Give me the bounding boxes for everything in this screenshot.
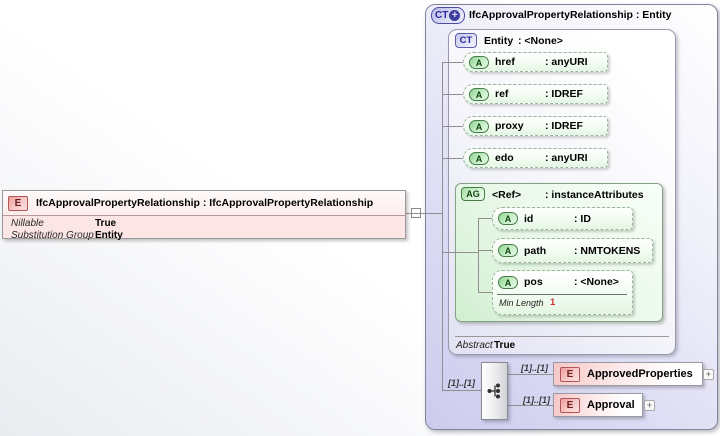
connector-line <box>508 374 553 375</box>
attribute-icon: A <box>469 152 489 165</box>
attribute-type: : anyURI <box>545 56 588 68</box>
attribute-type: : ID <box>574 212 591 225</box>
attribute-icon: A <box>498 244 518 257</box>
attribute-row-ref[interactable]: A ref : IDREF <box>463 84 608 104</box>
connector-line <box>442 390 481 391</box>
collapse-handle[interactable] <box>411 208 421 218</box>
connector-line <box>406 213 442 214</box>
attribute-icon: A <box>469 88 489 101</box>
base-type-name: Entity <box>484 35 514 47</box>
global-element-box[interactable]: E IfcApprovalPropertyRelationship : IfcA… <box>2 190 406 242</box>
global-element-title: IfcApprovalPropertyRelationship : IfcApp… <box>36 197 374 209</box>
attribute-icon: A <box>498 276 518 289</box>
connector-line <box>442 62 463 63</box>
element-icon: E <box>560 397 580 413</box>
element-name: Approval <box>587 399 635 411</box>
min-length-facet-label: Min Length <box>499 298 544 308</box>
connector-line <box>478 218 492 219</box>
element-approval[interactable]: E Approval <box>553 393 643 417</box>
property-value: Entity <box>95 230 123 241</box>
attribute-name: href <box>495 56 515 68</box>
connector-line <box>442 126 463 127</box>
attribute-group-icon: AG <box>461 187 485 201</box>
connector-line <box>442 62 443 391</box>
element-icon: E <box>8 195 28 211</box>
sequence-compositor[interactable] <box>481 362 508 420</box>
attribute-group-type: : instanceAttributes <box>545 189 644 201</box>
attribute-name: ref <box>495 88 509 100</box>
complex-type-icon: CT + <box>431 7 465 24</box>
expand-button[interactable]: + <box>644 400 655 411</box>
complex-type-icon-label: CT <box>435 10 449 21</box>
attribute-type: : <None> <box>574 276 619 288</box>
connector-line <box>478 250 492 251</box>
property-value: True <box>95 218 117 229</box>
element-icon: E <box>560 366 580 382</box>
element-approved-properties[interactable]: E ApprovedProperties <box>553 362 703 386</box>
connector-line <box>442 158 463 159</box>
attribute-row-proxy[interactable]: A proxy : IDREF <box>463 116 608 136</box>
sequence-cardinality: [1]..[1] <box>448 378 475 388</box>
attribute-row-path[interactable]: A path : NMTOKENS <box>492 238 653 263</box>
connector-line <box>442 94 463 95</box>
abstract-facet-value: True <box>494 340 516 351</box>
attribute-type: : IDREF <box>545 88 583 100</box>
attribute-row-pos[interactable]: A pos : <None> Min Length 1 <box>492 270 633 315</box>
attribute-name: path <box>524 244 547 257</box>
child-cardinality: [1]..[1] <box>521 363 548 373</box>
property-row: Nillable True <box>11 218 123 230</box>
attribute-type: : anyURI <box>545 152 588 164</box>
global-element-header: E IfcApprovalPropertyRelationship : IfcA… <box>3 191 405 216</box>
sequence-icon <box>487 383 500 399</box>
complex-type-title: IfcApprovalPropertyRelationship : Entity <box>469 9 672 21</box>
expand-button[interactable]: + <box>703 369 714 380</box>
min-length-facet-value: 1 <box>550 297 556 308</box>
attribute-name: edo <box>495 152 514 164</box>
property-label: Nillable <box>11 218 44 229</box>
element-name: ApprovedProperties <box>587 368 693 380</box>
abstract-facet-label: Abstract <box>456 340 493 351</box>
global-element-properties: Nillable True Substitution Group Entity <box>11 218 123 242</box>
attribute-name: proxy <box>495 120 524 132</box>
property-row: Substitution Group Entity <box>11 230 123 242</box>
attribute-row-id[interactable]: A id : ID <box>492 207 633 230</box>
attribute-row-href[interactable]: A href : anyURI <box>463 52 608 72</box>
connector-line <box>508 405 553 406</box>
facet-separator <box>455 336 669 337</box>
connector-line <box>442 252 478 253</box>
base-type-type: : <None> <box>518 35 563 47</box>
attribute-type: : NMTOKENS <box>574 244 641 257</box>
attribute-type: : IDREF <box>545 120 583 132</box>
facet-separator <box>497 294 627 295</box>
attribute-group-name: <Ref> <box>492 189 522 201</box>
property-label: Substitution Group <box>11 230 94 241</box>
plus-circle-icon: + <box>449 10 461 21</box>
attribute-name: pos <box>524 276 543 288</box>
child-cardinality: [1]..[1] <box>523 395 550 405</box>
attribute-icon: A <box>469 56 489 69</box>
attribute-row-edo[interactable]: A edo : anyURI <box>463 148 608 168</box>
attribute-icon: A <box>498 212 518 225</box>
connector-line <box>478 292 492 293</box>
connector-line <box>478 218 479 293</box>
attribute-icon: A <box>469 120 489 133</box>
base-type-icon: CT <box>455 33 477 48</box>
attribute-name: id <box>524 212 534 225</box>
